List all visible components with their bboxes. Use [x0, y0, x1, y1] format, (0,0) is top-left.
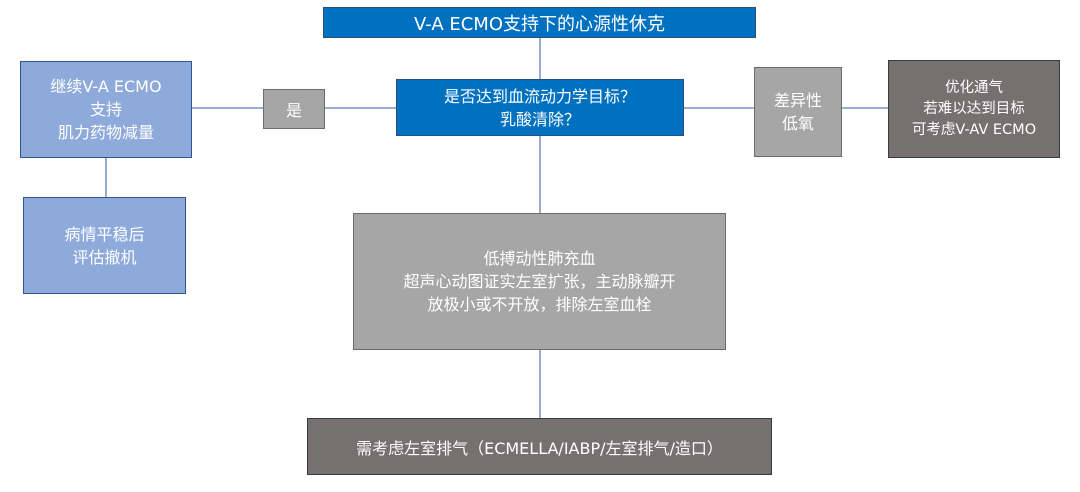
title-box: V-A ECMO支持下的心源性休克: [323, 7, 756, 38]
lv-venting-text: 需考虑左室排气（ECMELLA/IABP/左室排气/造口）: [356, 438, 723, 458]
weaning-line-1: 病情平稳后: [64, 224, 145, 244]
yes-label: 是: [285, 101, 302, 120]
title-text: V-A ECMO支持下的心源性休克: [413, 13, 666, 35]
yes-label-box: 是: [263, 89, 325, 129]
hypoxia-line-2: 低氧: [781, 114, 814, 133]
hypoxia-line-1: 差异性: [773, 91, 822, 110]
continue-line-2: 支持: [89, 100, 122, 119]
optimize-line-2: 若难以达到目标: [923, 100, 1025, 117]
differential-hypoxia-box: 差异性 低氧: [754, 67, 842, 157]
optimize-ventilation-box: 优化通气 若难以达到目标 可考虑V-AV ECMO: [888, 60, 1060, 158]
weaning-line-2: 评估撤机: [72, 247, 137, 267]
optimize-line-1: 优化通气: [945, 79, 1003, 96]
lv-line-3: 放极小或不开放，排除左室血栓: [427, 295, 652, 314]
optimize-line-3: 可考虑V-AV ECMO: [911, 121, 1037, 138]
weaning-box: 病情平稳后 评估撤机: [23, 197, 186, 294]
lv-distension-box: 低搏动性肺充血 超声心动图证实左室扩张，主动脉瓣开 放极小或不开放，排除左室血栓: [353, 213, 726, 350]
continue-line-1: 继续V-A ECMO: [50, 77, 162, 96]
question-box: 是否达到血流动力学目标？ 乳酸清除？: [396, 79, 684, 136]
continue-line-3: 肌力药物减量: [57, 123, 154, 142]
question-line-1: 是否达到血流动力学目标？: [443, 86, 636, 106]
lv-line-2: 超声心动图证实左室扩张，主动脉瓣开: [403, 272, 676, 291]
lv-line-1: 低搏动性肺充血: [483, 249, 596, 268]
question-line-2: 乳酸清除？: [499, 109, 580, 129]
continue-ecmo-box: 继续V-A ECMO 支持 肌力药物减量: [20, 61, 192, 158]
lv-venting-box: 需考虑左室排气（ECMELLA/IABP/左室排气/造口）: [307, 418, 772, 475]
